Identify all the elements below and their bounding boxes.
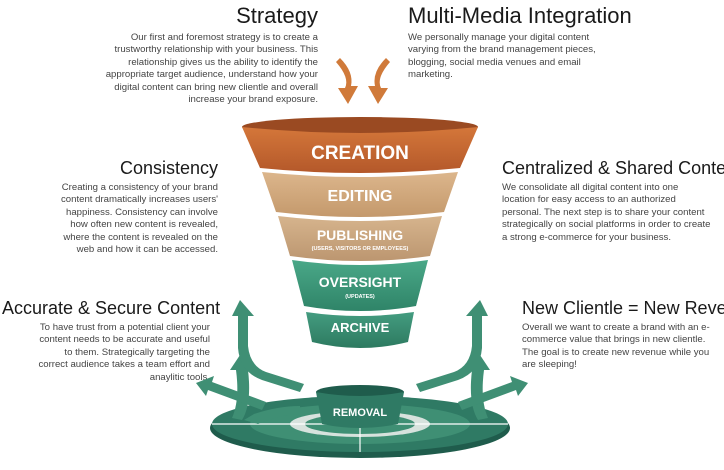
funnel-oversight: OVERSIGHT (UPDATES) bbox=[292, 260, 428, 311]
orange-arrow-right bbox=[368, 58, 390, 104]
archive-label: ARCHIVE bbox=[331, 320, 390, 335]
funnel-publishing: PUBLISHING (USERS, VISITORS OR EMPLOYEES… bbox=[278, 216, 442, 261]
accurate-body: To have trust from a potential client yo… bbox=[38, 322, 210, 383]
orange-arrow-left bbox=[336, 58, 358, 104]
removal-label: REMOVAL bbox=[333, 407, 387, 419]
green-arrow-right-mid bbox=[416, 300, 488, 392]
consistency-body: Creating a consistency of your brand con… bbox=[61, 182, 218, 256]
publishing-sub-label: (USERS, VISITORS OR EMPLOYEES) bbox=[312, 246, 409, 252]
removal-cup: REMOVAL bbox=[316, 385, 404, 428]
funnel-archive: ARCHIVE bbox=[306, 312, 414, 348]
strategy-block: Strategy Our first and foremost strategy… bbox=[100, 3, 318, 106]
multimedia-body: We personally manage your digital conten… bbox=[408, 32, 596, 81]
strategy-title: Strategy bbox=[236, 3, 318, 28]
consistency-title: Consistency bbox=[119, 158, 218, 178]
multimedia-block: Multi-Media Integration We personally ma… bbox=[408, 3, 632, 82]
accurate-title: Accurate & Secure Content bbox=[2, 298, 221, 318]
centralized-title: Centralized & Shared Content bbox=[502, 158, 724, 178]
editing-label: EDITING bbox=[328, 188, 393, 205]
green-arrow-left-mid bbox=[232, 300, 304, 392]
green-arrow-left-low bbox=[196, 376, 266, 410]
strategy-body: Our first and foremost strategy is to cr… bbox=[105, 32, 318, 106]
funnel-editing: EDITING bbox=[262, 172, 458, 217]
consistency-block: Consistency Creating a consistency of yo… bbox=[48, 158, 218, 256]
publishing-label: PUBLISHING bbox=[317, 227, 403, 243]
multimedia-title: Multi-Media Integration bbox=[408, 3, 632, 28]
clientele-title: New Clientle = New Revenue bbox=[522, 298, 724, 318]
centralized-body: We consolidate all digital content into … bbox=[502, 182, 711, 243]
clientele-block: New Clientle = New Revenue Overall we wa… bbox=[522, 298, 724, 372]
accurate-block: Accurate & Secure Content To have trust … bbox=[2, 298, 221, 384]
green-arrow-right-low bbox=[458, 376, 528, 410]
centralized-block: Centralized & Shared Content We consolid… bbox=[502, 158, 724, 244]
clientele-body: Overall we want to create a brand with a… bbox=[522, 322, 710, 371]
oversight-label: OVERSIGHT bbox=[319, 274, 402, 290]
green-arrow-center-left bbox=[244, 406, 300, 424]
oversight-sub-label: (UPDATES) bbox=[345, 294, 375, 300]
creation-label: CREATION bbox=[311, 143, 409, 164]
funnel-creation: CREATION bbox=[242, 117, 478, 173]
